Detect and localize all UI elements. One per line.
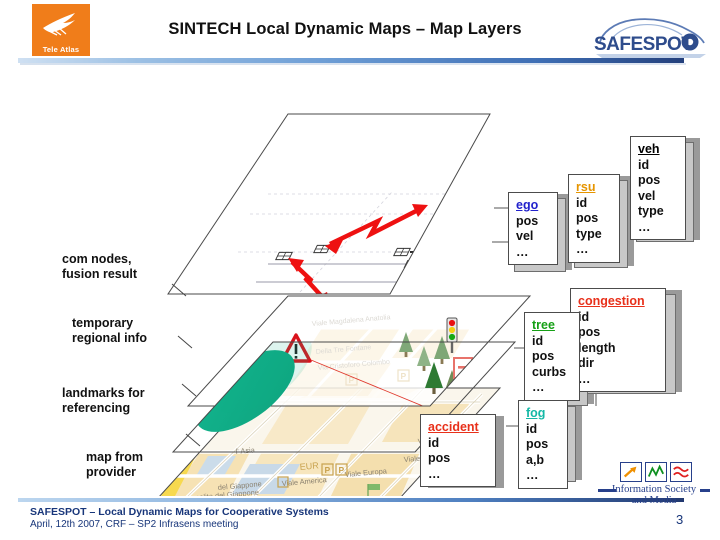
attribute-box-congestion-row-1: pos	[578, 325, 601, 339]
attribute-box-rsu-header: rsu	[576, 180, 596, 194]
svg-text:Viale America: Viale America	[281, 475, 328, 488]
attribute-box-fog-row-2: a,b	[526, 452, 545, 467]
attribute-box-congestion-row-0: id	[578, 309, 590, 324]
footer-divider	[18, 498, 684, 502]
footer-line-2: April, 12th 2007, CRF – SP2 Infrasens me…	[30, 519, 239, 530]
svg-text:P: P	[339, 465, 345, 475]
layer-label-temporary-regional-line2: regional info	[72, 331, 147, 345]
layer-label-landmarks-line2: referencing	[62, 401, 131, 415]
layer-label-com-nodes-line2: fusion result	[62, 267, 138, 281]
svg-text:Viale: Viale	[403, 454, 420, 464]
attribute-box-veh-header: veh	[638, 142, 660, 156]
isom-rule-left	[598, 489, 616, 492]
attribute-box-veh[interactable]: veh id pos vel type …	[630, 136, 686, 240]
layer-diagram: l' Asia EUR Viale Europa Viale America d…	[0, 66, 720, 496]
attribute-box-fog-row-3: …	[526, 468, 539, 482]
attribute-box-fog[interactable]: fog id pos a,b …	[518, 400, 568, 489]
attribute-box-accident-header: accident	[428, 420, 479, 434]
svg-text:salita del Giappone: salita del Giappone	[195, 488, 259, 496]
svg-text:del Giappone: del Giappone	[217, 479, 262, 492]
attribute-box-congestion[interactable]: congestion id pos length dir …	[570, 288, 666, 392]
attribute-box-tree-row-3: …	[532, 380, 545, 394]
label-leader-lines	[171, 283, 201, 447]
line-chart-icon	[645, 462, 667, 482]
layer-label-map-provider-line1: map from	[86, 450, 143, 464]
attribute-box-tree-header: tree	[532, 318, 555, 332]
layer-label-com-nodes-line1: com nodes,	[62, 252, 132, 266]
waves-icon	[670, 462, 692, 482]
attribute-box-congestion-header: congestion	[578, 294, 645, 308]
attribute-box-tree-row-1: pos	[532, 349, 555, 363]
attribute-box-veh-row-2: vel	[638, 188, 656, 203]
isom-caption: Information Society and Media	[598, 484, 710, 506]
header-divider	[18, 58, 684, 63]
attribute-box-tree-row-2: curbs	[532, 364, 567, 379]
header-divider-shadow	[20, 63, 686, 65]
attribute-box-accident-row-0: id	[428, 435, 440, 450]
layer-label-landmarks-line1: landmarks for	[62, 386, 145, 400]
isom-rule-right	[700, 489, 710, 492]
svg-text:Della Tre Fontane: Della Tre Fontane	[316, 344, 372, 356]
attribute-box-fog-header: fog	[526, 406, 546, 420]
attribute-box-fog-row-0: id	[526, 421, 538, 436]
attribute-box-accident-row-2: …	[428, 466, 441, 481]
attribute-box-accident[interactable]: accident id pos …	[420, 414, 496, 487]
layer-label-com-nodes: com nodes, fusion result	[62, 252, 137, 282]
attribute-box-rsu-row-2: type	[576, 226, 602, 241]
svg-text:l' Asia: l' Asia	[235, 445, 256, 456]
tele-atlas-bird-icon	[43, 13, 75, 36]
footer-line-1: SAFESPOT – Local Dynamic Maps for Cooper…	[30, 506, 329, 518]
fusion-arrows	[290, 207, 421, 294]
svg-text:P: P	[401, 371, 407, 381]
attribute-box-ego[interactable]: ego pos vel …	[508, 192, 558, 265]
attribute-box-congestion-row-4: …	[578, 371, 591, 386]
attribute-box-ego-row-0: pos	[516, 213, 539, 228]
svg-text:Viale Europa: Viale Europa	[344, 466, 388, 479]
tele-atlas-logo-text: Tele Atlas	[42, 44, 80, 54]
page-title: SINTECH Local Dynamic Maps – Map Layers	[168, 20, 522, 38]
traffic-light-icon-upper	[434, 230, 446, 268]
layer-label-landmarks: landmarks for referencing	[62, 386, 145, 416]
attribute-box-tree[interactable]: tree id pos curbs …	[524, 312, 580, 401]
svg-text:EUR: EUR	[299, 460, 319, 472]
safespot-logo-text: SAFESPOT	[594, 34, 693, 55]
attribute-box-congestion-row-2: length	[578, 340, 616, 355]
attribute-box-veh-row-0: id	[638, 157, 650, 172]
attribute-box-accident-row-1: pos	[428, 451, 451, 465]
layer-label-map-provider: map from provider	[86, 450, 143, 480]
attribute-box-ego-header: ego	[516, 198, 539, 212]
attribute-box-rsu-row-1: pos	[576, 211, 599, 225]
attribute-box-veh-row-1: pos	[638, 173, 661, 187]
traffic-light-icon-lower	[446, 317, 458, 353]
information-society-media-logo: Information Society and Media	[598, 462, 710, 508]
attribute-box-rsu-row-3: …	[576, 242, 589, 256]
attribute-box-tree-row-0: id	[532, 333, 544, 348]
layer-label-temporary-regional-line1: temporary	[72, 316, 134, 330]
tele-atlas-logo: Tele Atlas	[32, 4, 90, 56]
isom-caption-line1: Information Society	[611, 484, 697, 495]
svg-text:P: P	[325, 465, 331, 475]
layer-label-map-provider-line2: provider	[86, 465, 137, 479]
isom-icon-boxes	[620, 462, 692, 482]
attribute-box-veh-row-3: type	[638, 204, 664, 218]
page-number: 3	[676, 512, 684, 527]
attribute-box-rsu[interactable]: rsu id pos type …	[568, 174, 620, 263]
isom-caption-line2: and Media	[631, 495, 677, 506]
attribute-box-fog-row-1: pos	[526, 437, 549, 451]
attribute-box-congestion-row-3: dir	[578, 356, 594, 370]
attribute-box-rsu-row-0: id	[576, 195, 588, 210]
layer-label-temporary-regional: temporary regional info	[72, 316, 147, 346]
layer-temporary-regional	[171, 341, 517, 453]
regional-info-ellipse	[195, 350, 295, 432]
safespot-logo: SAFESPOT	[588, 12, 712, 62]
attribute-box-ego-row-1: vel	[516, 229, 534, 243]
arrow-up-icon	[620, 462, 642, 482]
safespot-car-icon	[596, 18, 706, 58]
svg-text:P: P	[349, 375, 355, 385]
attribute-box-ego-row-2: …	[516, 244, 529, 259]
attribute-box-veh-row-4: …	[638, 219, 651, 234]
